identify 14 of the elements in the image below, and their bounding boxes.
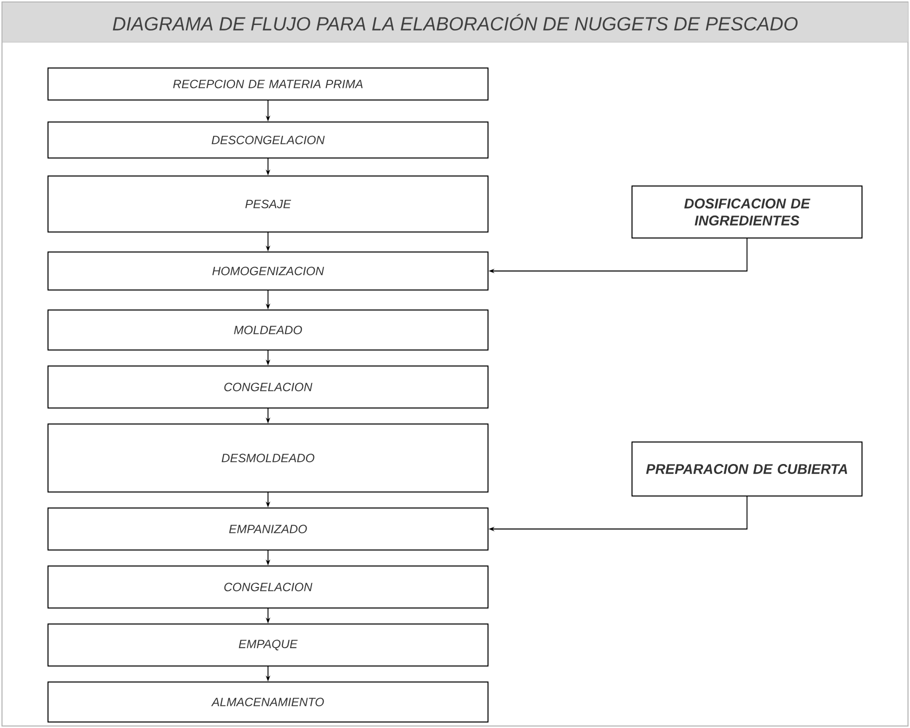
process-box: DESCONGELACION	[48, 122, 488, 158]
process-box: CONGELACION	[48, 566, 488, 608]
process-box: HOMOGENIZACION	[48, 252, 488, 290]
process-box: ALMACENAMIENTO	[48, 682, 488, 722]
process-box: EMPANIZADO	[48, 508, 488, 550]
input-box: DOSIFICACION DE INGREDIENTES	[632, 186, 862, 238]
process-box: CONGELACION	[48, 366, 488, 408]
process-box: PESAJE	[48, 176, 488, 232]
process-box: RECEPCION DE MATERIA PRIMA	[48, 68, 488, 100]
title-banner: DIAGRAMA DE FLUJO PARA LA ELABORACIÓN DE NUGGETS DE PESCADO	[2, 2, 908, 42]
input-box: PREPARACION DE CUBIERTA	[632, 442, 862, 496]
process-box: EMPAQUE	[48, 624, 488, 666]
process-box: MOLDEADO	[48, 310, 488, 350]
process-box: DESMOLDEADO	[48, 424, 488, 492]
